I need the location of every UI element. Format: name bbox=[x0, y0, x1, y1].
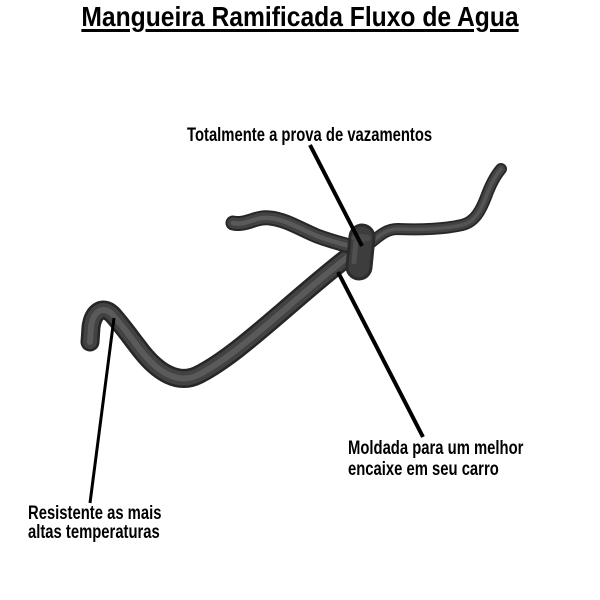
hose-junction-collar bbox=[345, 223, 376, 281]
callout-heat-line2: altas temperaturas bbox=[28, 522, 160, 543]
callout-line-molded bbox=[336, 271, 425, 438]
callout-line-heat bbox=[88, 317, 116, 504]
callout-leakproof-text: Totalmente a prova de vazamentos bbox=[187, 125, 433, 146]
page-title: Mangueira Ramificada Fluxo de Agua bbox=[81, 1, 519, 32]
hose-left-branch bbox=[225, 210, 365, 256]
hose-lower-branch bbox=[80, 240, 367, 388]
hose-right-branch bbox=[359, 163, 507, 253]
callout-heat-resistant: Resistente as mais altas temperaturas bbox=[28, 504, 161, 542]
callout-line-leakproof bbox=[308, 144, 364, 247]
callout-molded: Moldada para um melhor encaixe em seu ca… bbox=[348, 438, 523, 480]
callout-molded-line2: encaixe em seu carro bbox=[348, 459, 499, 480]
callout-heat-line1: Resistente as mais bbox=[28, 503, 162, 524]
callout-molded-line1: Moldada para um melhor bbox=[348, 438, 524, 459]
callout-leakproof: Totalmente a prova de vazamentos bbox=[187, 126, 432, 146]
